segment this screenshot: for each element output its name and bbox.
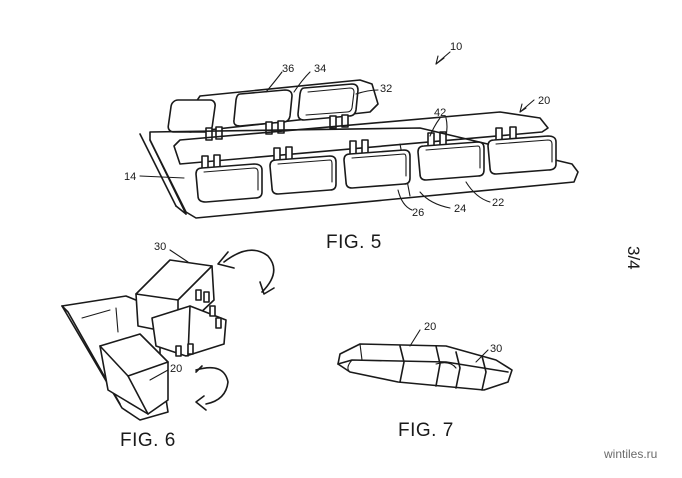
fig7-caption: FIG. 7 <box>398 420 454 441</box>
fig5-ref-32: 32 <box>380 83 392 95</box>
fig5-ref-34: 34 <box>314 63 326 75</box>
fig5-ref-42: 42 <box>434 107 446 119</box>
fig5-ref-24: 24 <box>454 203 466 215</box>
fig5-ref-22: 22 <box>492 197 504 209</box>
fig7-ref-20: 20 <box>424 321 436 333</box>
fig5-ref-10: 10 <box>450 41 462 53</box>
fig5-drawing <box>139 51 579 219</box>
watermark-text: wintiles.ru <box>603 447 657 461</box>
fig7-ref-30: 30 <box>490 343 502 355</box>
fig5-ref-26: 26 <box>412 207 424 219</box>
fig5-ref-14: 14 <box>124 171 136 183</box>
fig7-drawing <box>337 329 513 391</box>
fig6-ref-30: 30 <box>154 241 166 253</box>
sheet-number: 3/4 <box>624 246 643 270</box>
fig6-ref-20: 20 <box>170 363 182 375</box>
fig5-ref-20: 20 <box>538 95 550 107</box>
fig5-caption: FIG. 5 <box>326 232 382 253</box>
fig6-drawing <box>61 249 275 421</box>
fig5-ref-36: 36 <box>282 63 294 75</box>
fig6-caption: FIG. 6 <box>120 430 176 451</box>
